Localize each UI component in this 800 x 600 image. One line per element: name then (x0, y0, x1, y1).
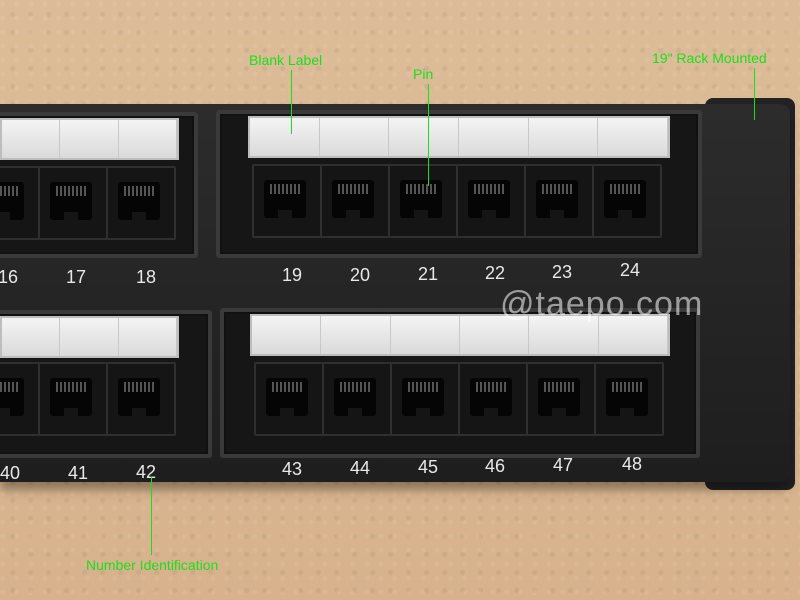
annotation-pin: Pin (413, 66, 434, 82)
annotation-blank-label: Blank Label (249, 52, 323, 68)
port-number-22: 22 (484, 263, 506, 283)
port-number-47: 47 (552, 455, 574, 475)
port-number-23: 23 (551, 262, 573, 282)
port-number-48: 48 (621, 454, 643, 474)
port-23 (524, 164, 594, 238)
port-number-44: 44 (349, 458, 371, 478)
port-21 (388, 164, 458, 238)
port-number-43: 43 (281, 459, 303, 479)
port-number-20: 20 (349, 265, 371, 285)
port-16 (0, 166, 40, 240)
port-46 (458, 362, 528, 436)
port-24 (592, 164, 662, 238)
port-19 (252, 164, 322, 238)
port-47 (526, 362, 596, 436)
port-45 (390, 362, 460, 436)
port-42 (106, 362, 176, 436)
port-17 (38, 166, 108, 240)
port-number-18: 18 (135, 267, 157, 287)
port-number-46: 46 (484, 456, 506, 476)
port-48 (594, 362, 664, 436)
annotation-number-identification: Number Identification (86, 557, 219, 573)
annotation-blank-label-line (291, 70, 292, 134)
annotation-rack-mounted: 19" Rack Mounted (652, 50, 767, 66)
port-44 (322, 362, 392, 436)
patch-panel (0, 98, 800, 490)
port-number-45: 45 (417, 457, 439, 477)
blank-label-strip-bottom-left (0, 316, 179, 358)
port-43 (254, 362, 324, 436)
port-number-21: 21 (417, 264, 439, 284)
annotation-pin-line (428, 84, 429, 186)
annotation-rack-mounted-line (754, 68, 755, 120)
port-number-17: 17 (65, 267, 87, 287)
blank-label-strip-bottom-right (250, 314, 670, 356)
port-18 (106, 166, 176, 240)
port-number-41: 41 (67, 463, 89, 483)
port-40 (0, 362, 40, 436)
watermark: @taepo.com (500, 285, 704, 323)
blank-label-strip-top-right (248, 116, 670, 158)
port-20 (320, 164, 390, 238)
port-number-42: 42 (135, 462, 157, 482)
annotation-number-identification-line (151, 477, 152, 555)
port-number-24: 24 (619, 260, 641, 280)
port-41 (38, 362, 108, 436)
blank-label-strip-top-left (0, 118, 179, 160)
port-number-40: 40 (0, 463, 21, 483)
port-number-19: 19 (281, 265, 303, 285)
port-22 (456, 164, 526, 238)
port-number-16: 16 (0, 267, 19, 287)
